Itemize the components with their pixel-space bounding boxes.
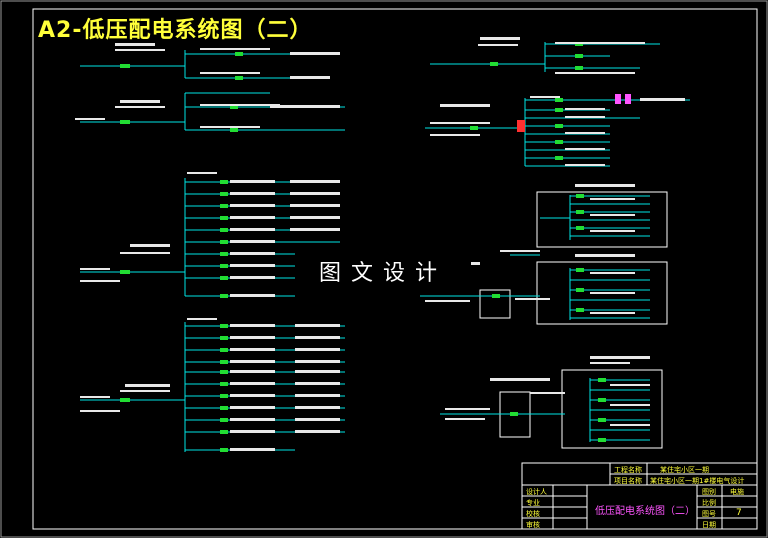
labels-group-4 (430, 37, 685, 166)
breakers-group-2 (120, 180, 228, 298)
title-block-grid (521, 462, 758, 530)
labels-group-1 (75, 43, 340, 128)
title-block-label-category: 图别 (702, 488, 716, 496)
panel-group-6 (499, 369, 663, 449)
breakers-group-3 (120, 324, 228, 452)
drawing-title: A2-低压配电系统图（二） (38, 18, 313, 43)
title-block-label-reviewer: 审核 (526, 521, 540, 529)
title-block-label-discipline: 专业 (526, 499, 540, 507)
labels-group-6 (445, 356, 650, 426)
panel-group-1 (80, 50, 345, 131)
panel-group-5-feeders (420, 195, 650, 320)
title-block-value-number: 7 (736, 508, 742, 518)
breakers-group-1 (120, 52, 243, 132)
labels-group-2 (80, 172, 340, 297)
panel-group-5 (479, 191, 668, 325)
title-block-drawing-name: 低压配电系统图（二） (595, 506, 695, 517)
title-block-value-item: 某住宅小区一期1#楼电气设计 (650, 477, 745, 485)
title-block-label-checker: 校核 (526, 510, 540, 518)
watermark-label: 图文设计 (295, 250, 471, 292)
inner-border (32, 8, 758, 530)
title-block-label-number: 图号 (702, 510, 716, 518)
breakers-group-5 (492, 194, 584, 312)
title-block-label-scale: 比例 (702, 499, 716, 507)
labels-group-3 (80, 318, 340, 451)
title-block-value-category: 电施 (730, 488, 744, 496)
title-block-value-project: 某住宅小区一期 (660, 466, 709, 474)
breakers-group-6 (510, 378, 606, 442)
title-block-label-designer: 设计人 (526, 488, 547, 496)
title-block-label-item: 项目名称 (614, 477, 642, 485)
title-block-label-date: 日期 (702, 521, 716, 529)
title-block-label-project: 工程名称 (614, 466, 642, 474)
